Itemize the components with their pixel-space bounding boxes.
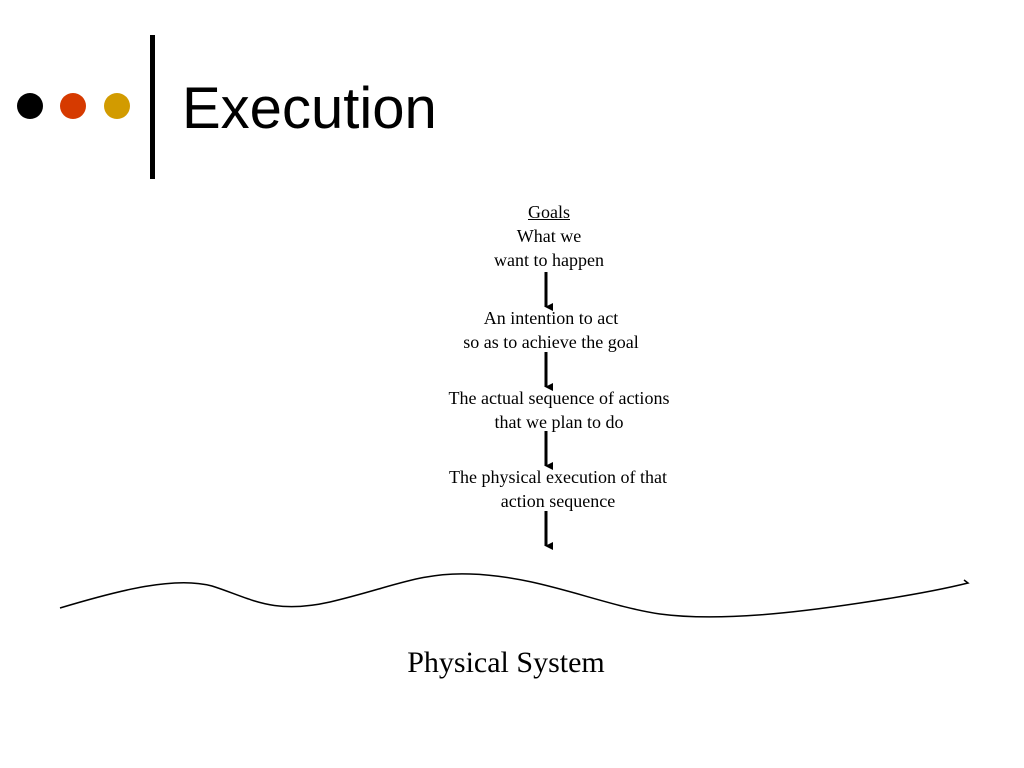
- goals-heading: Goals: [528, 202, 570, 222]
- bullet-dot-gold: [104, 93, 130, 119]
- execution-line-2: action sequence: [500, 491, 616, 511]
- execution-line-1: The physical execution of that: [449, 467, 667, 487]
- physical-system-label: Physical System: [407, 646, 605, 679]
- sequence-line-2: that we plan to do: [494, 412, 624, 432]
- goals-line-2: want to happen: [494, 250, 604, 270]
- diagram-node-intention: An intention to act so as to achieve the…: [401, 306, 701, 354]
- intention-line-2: so as to achieve the goal: [463, 332, 639, 352]
- goals-line-1: What we: [516, 226, 582, 246]
- title-divider: [150, 35, 155, 179]
- physical-system-boundary-curve: [59, 573, 970, 618]
- diagram-node-goals: Goals What we want to happen: [399, 200, 699, 272]
- intention-line-1: An intention to act: [483, 308, 619, 328]
- slide-title: Execution: [182, 76, 437, 141]
- diagram-node-sequence: The actual sequence of actions that we p…: [409, 386, 709, 434]
- bullet-dot-black: [17, 93, 43, 119]
- sequence-line-1: The actual sequence of actions: [448, 388, 670, 408]
- diagram-node-execution: The physical execution of that action se…: [408, 465, 708, 513]
- bullet-dot-red: [60, 93, 86, 119]
